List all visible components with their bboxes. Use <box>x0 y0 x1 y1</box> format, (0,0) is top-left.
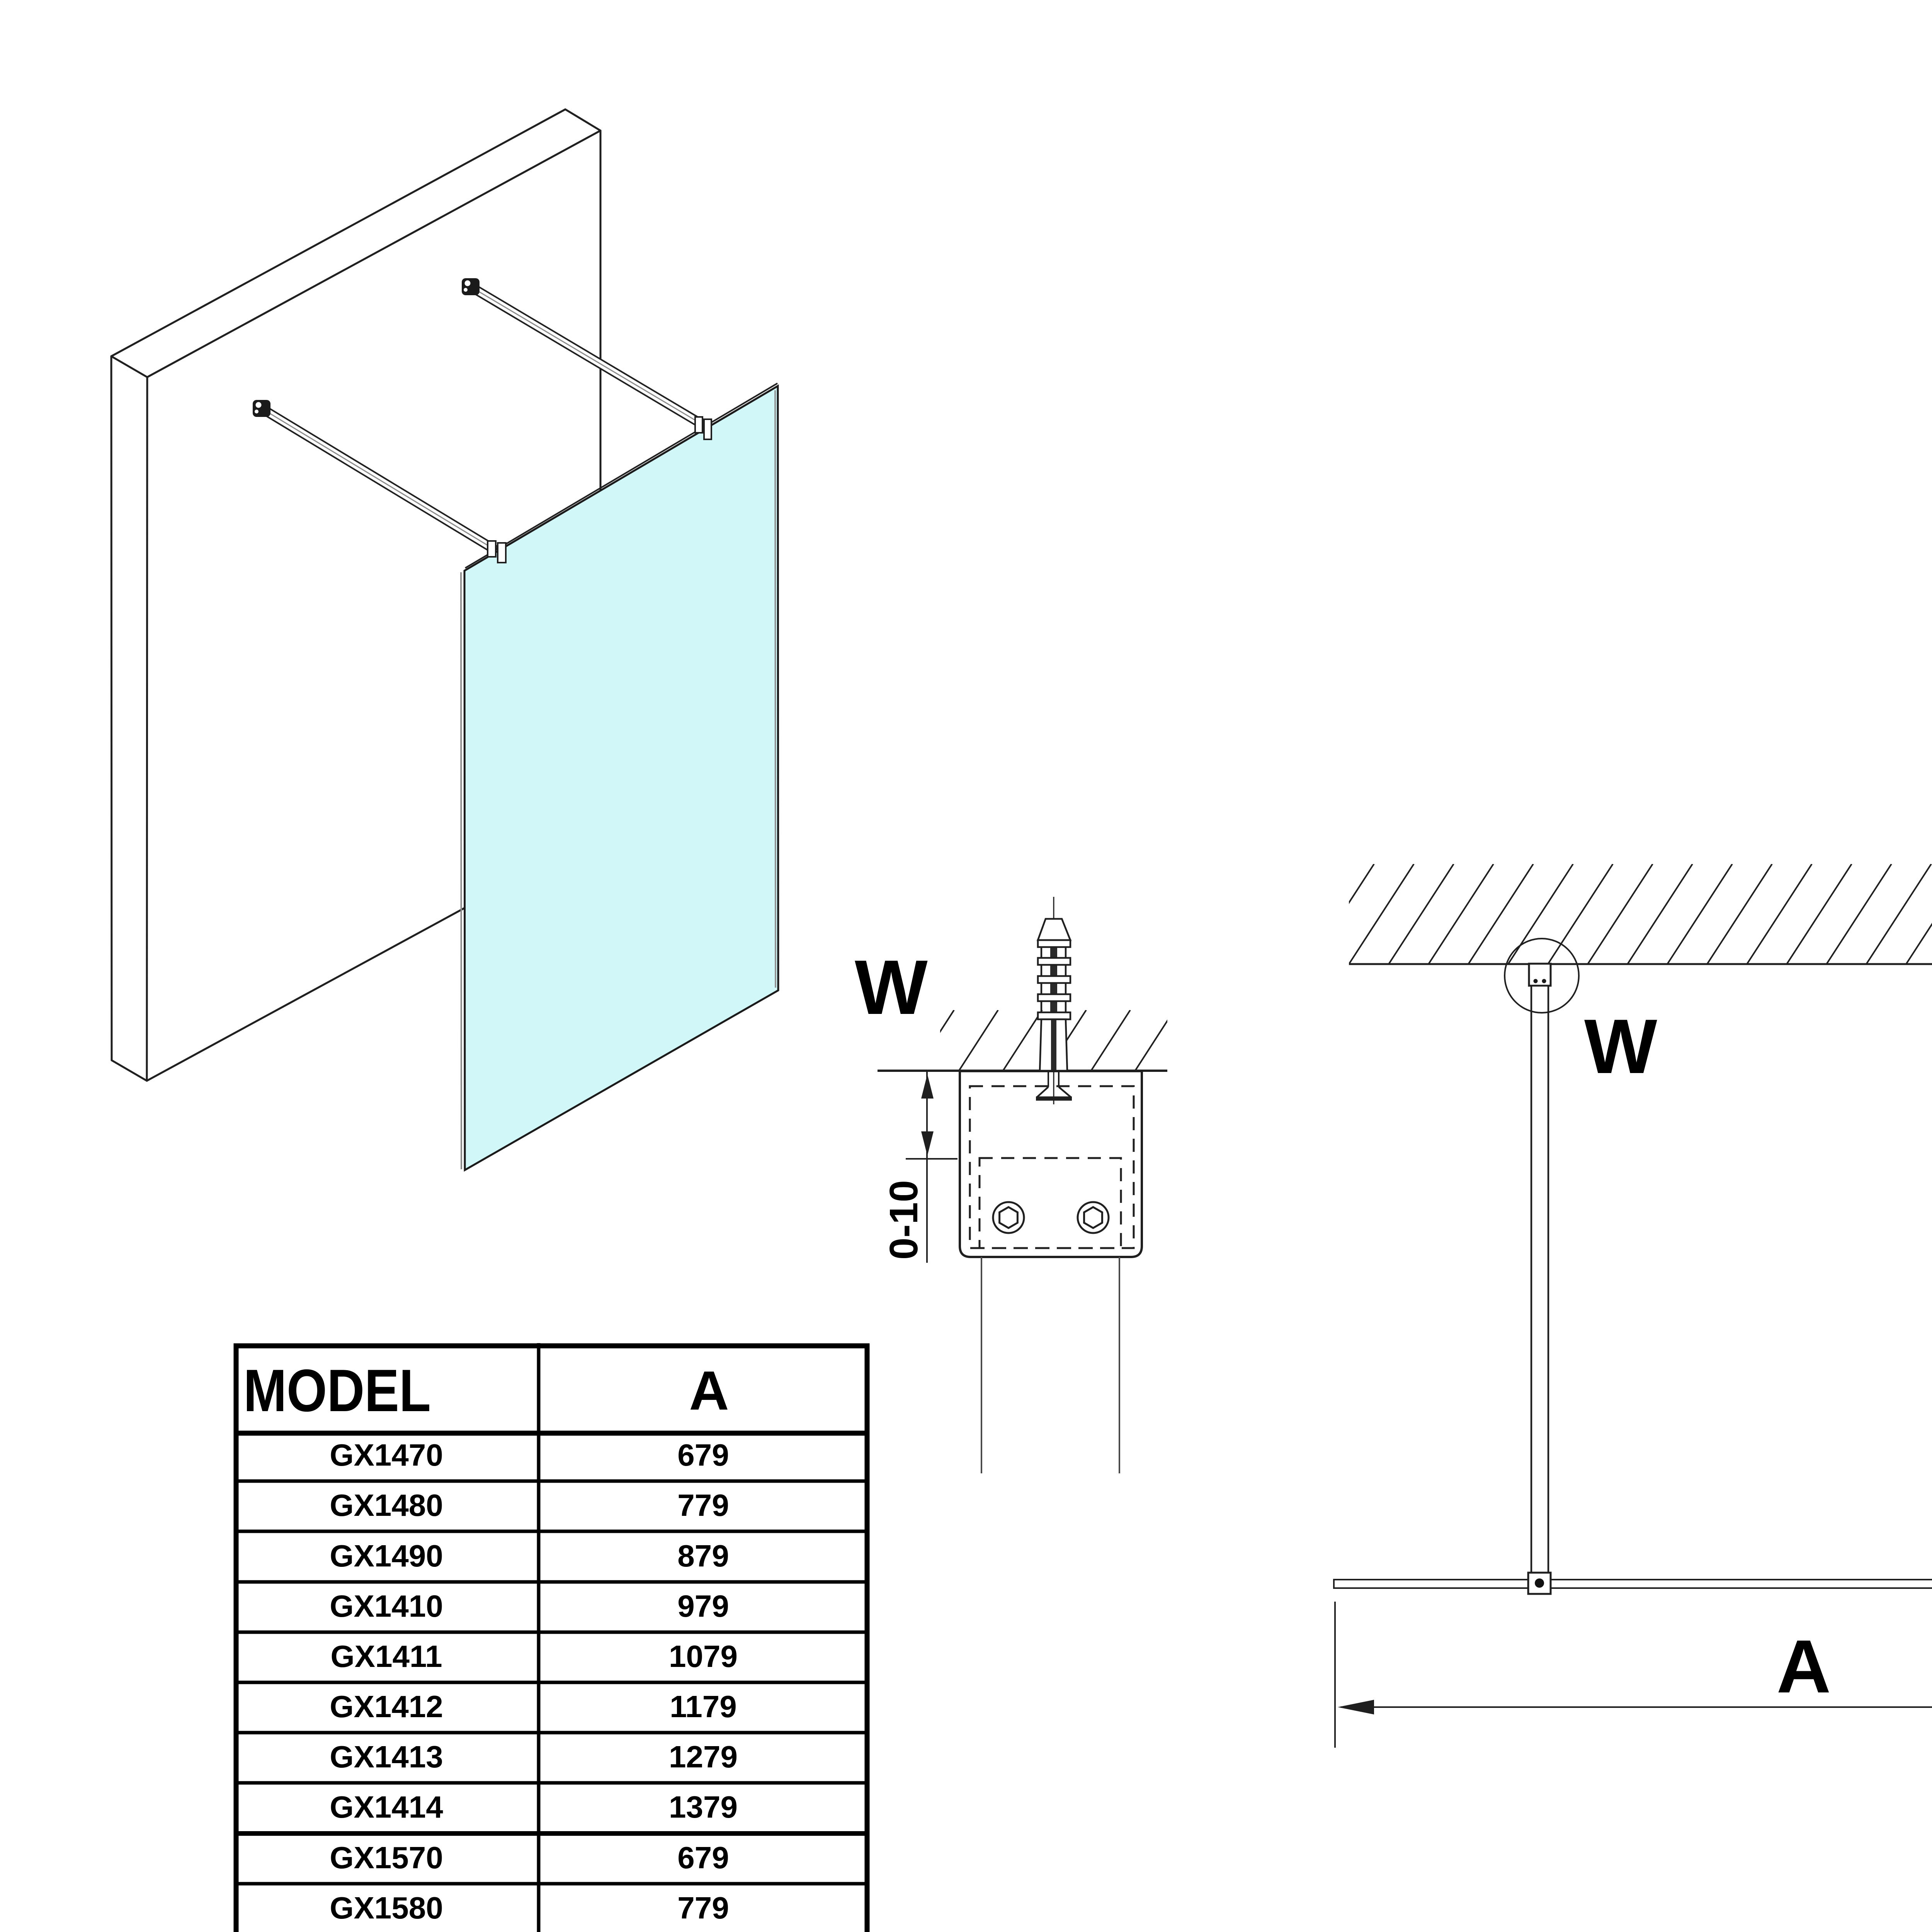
svg-text:GX1470: GX1470 <box>330 1438 443 1472</box>
svg-text:1079: 1079 <box>669 1639 738 1673</box>
svg-text:GX1580: GX1580 <box>330 1891 443 1925</box>
svg-text:GX1410: GX1410 <box>330 1589 443 1623</box>
svg-text:GX1413: GX1413 <box>330 1740 443 1774</box>
svg-text:GX1411: GX1411 <box>330 1639 442 1673</box>
svg-text:1179: 1179 <box>670 1689 737 1724</box>
svg-text:GX1414: GX1414 <box>330 1790 443 1824</box>
svg-text:1379: 1379 <box>669 1790 738 1824</box>
svg-text:779: 779 <box>677 1891 729 1925</box>
svg-text:MODEL: MODEL <box>243 1357 431 1424</box>
svg-text:A: A <box>689 1360 729 1422</box>
svg-text:679: 679 <box>677 1438 729 1472</box>
svg-text:679: 679 <box>677 1840 729 1875</box>
svg-text:GX1570: GX1570 <box>330 1840 443 1875</box>
svg-text:1279: 1279 <box>669 1740 738 1774</box>
svg-text:GX1490: GX1490 <box>330 1539 443 1573</box>
svg-text:779: 779 <box>677 1488 729 1522</box>
svg-text:979: 979 <box>677 1589 729 1623</box>
svg-text:W: W <box>1584 1003 1657 1090</box>
svg-text:879: 879 <box>677 1539 729 1573</box>
svg-text:GX1412: GX1412 <box>330 1689 443 1724</box>
svg-text:W: W <box>855 944 928 1031</box>
svg-text:0-10: 0-10 <box>881 1180 926 1260</box>
svg-text:GX1480: GX1480 <box>330 1488 443 1522</box>
svg-text:A: A <box>1777 1624 1831 1709</box>
